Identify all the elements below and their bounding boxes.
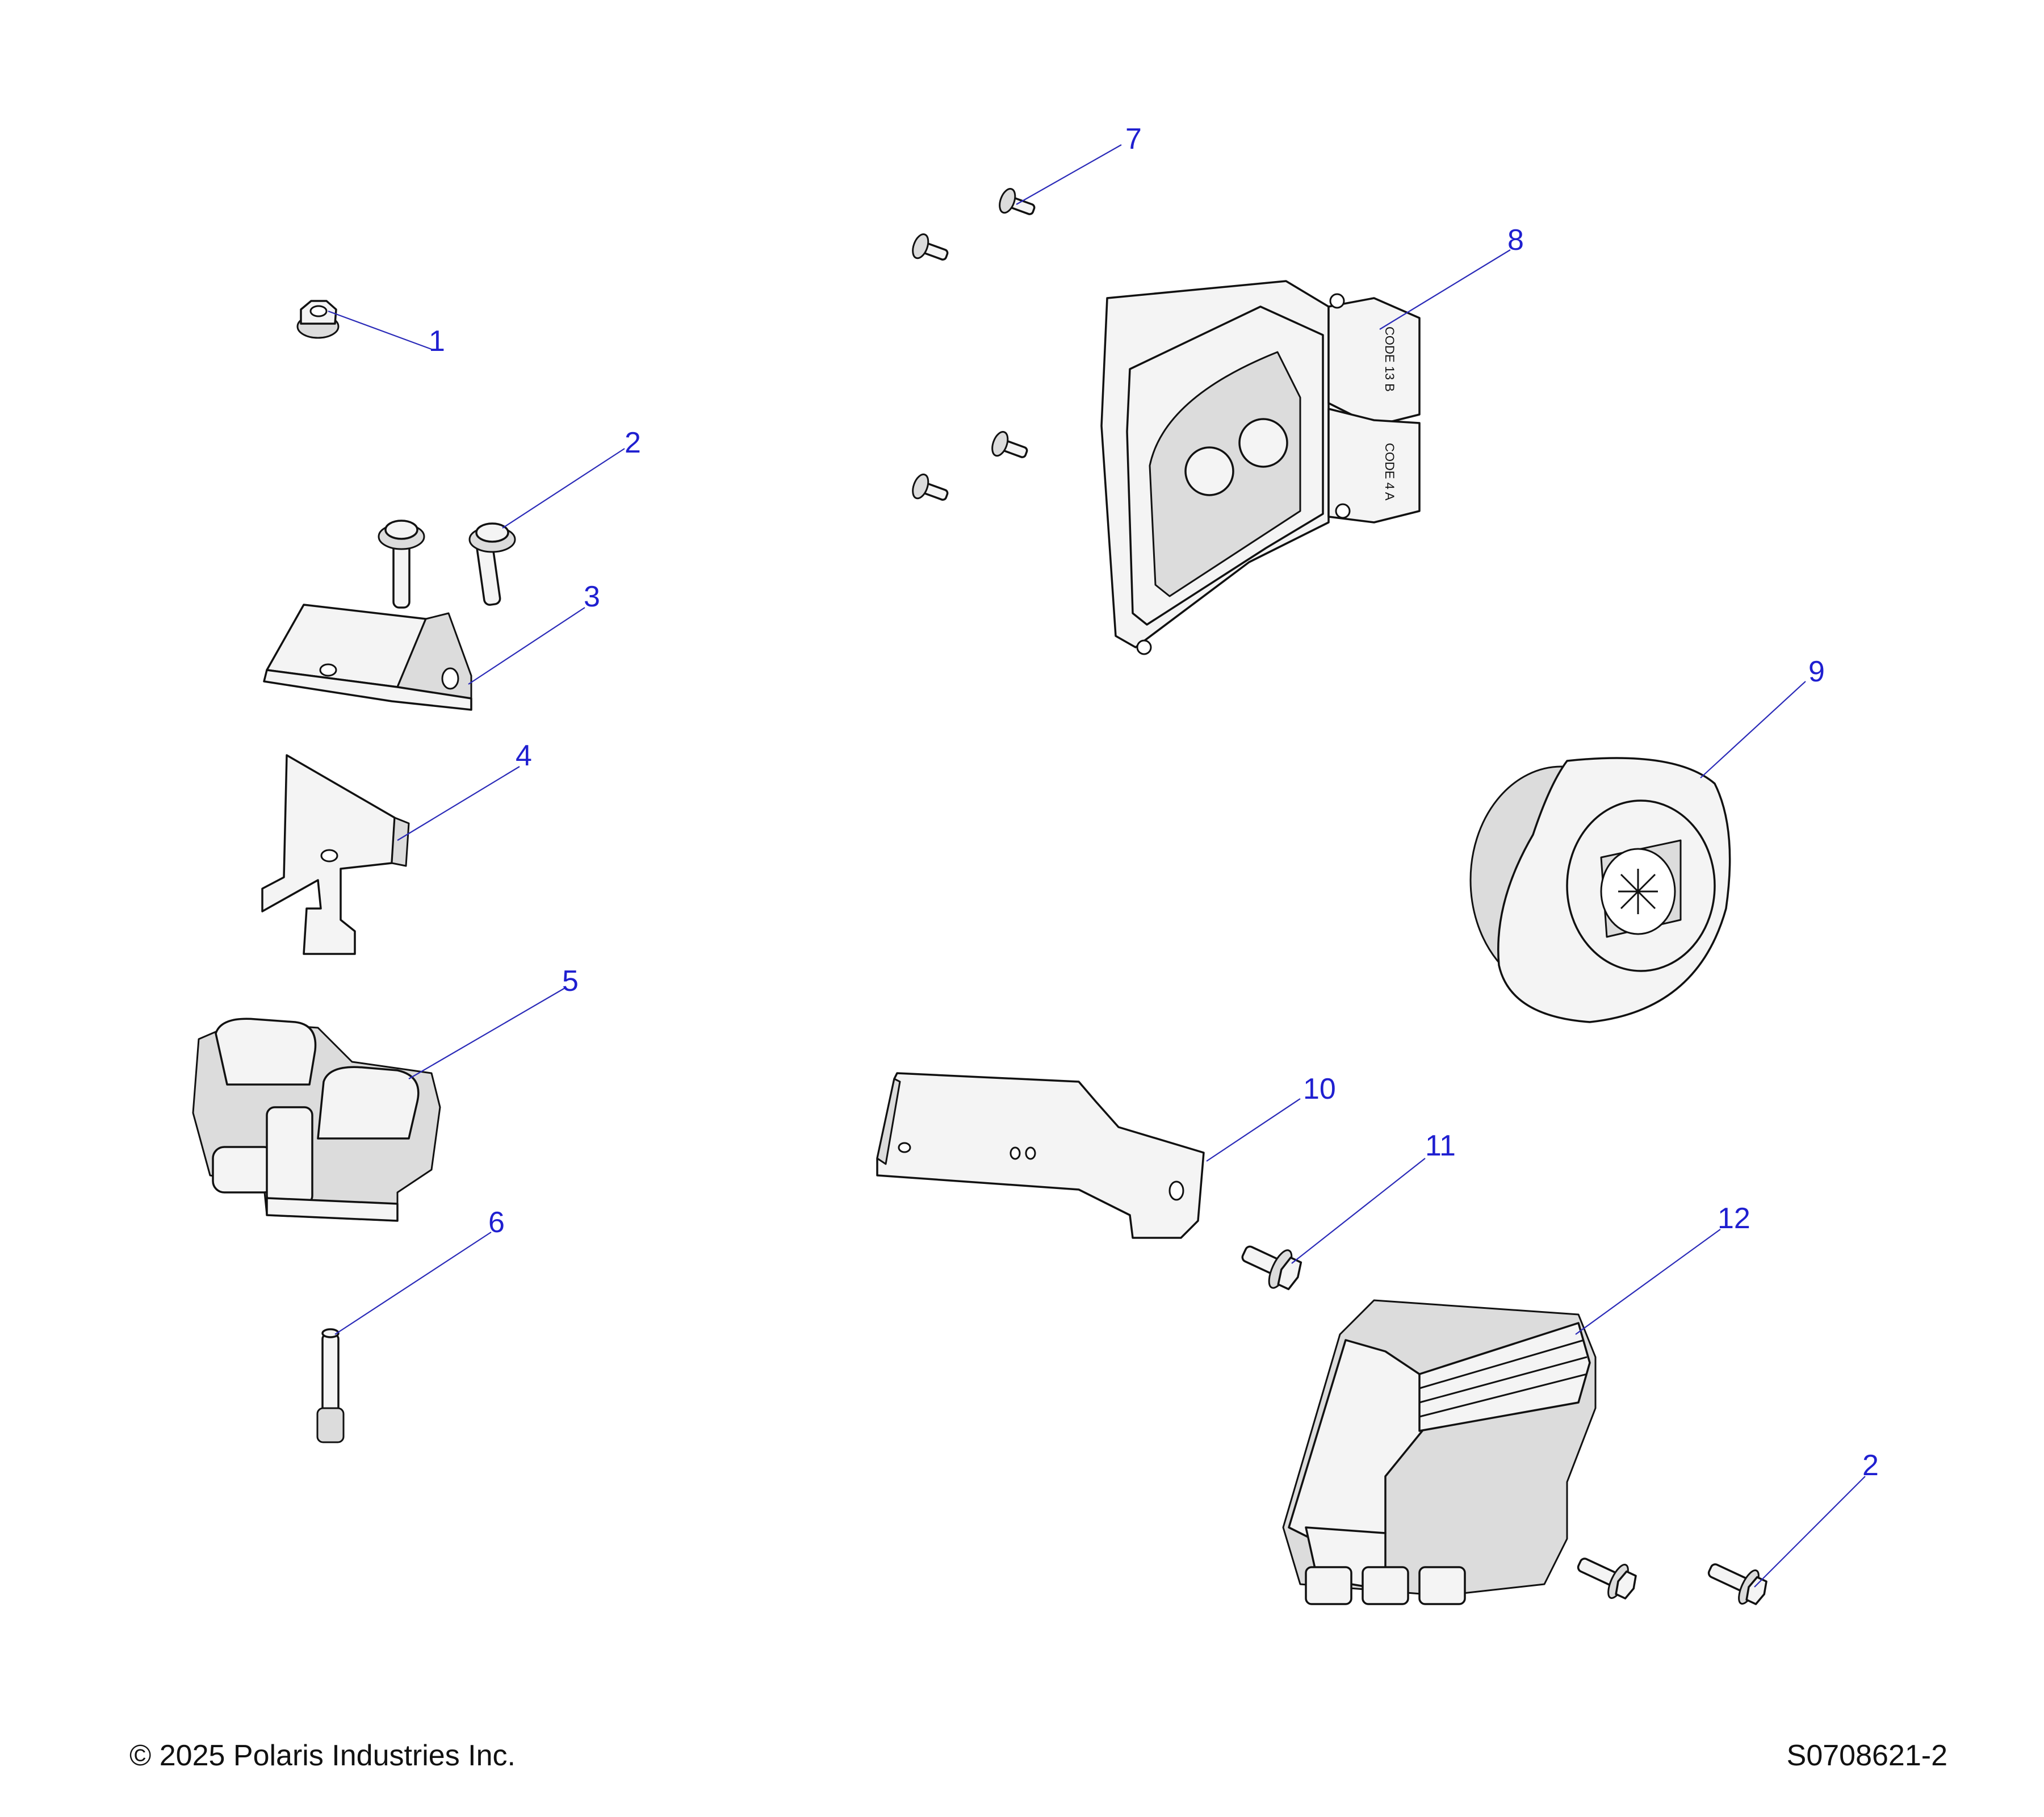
- part-10-bracket: [876, 1072, 1205, 1239]
- leader-5: [408, 987, 566, 1079]
- part-9-grommet: [1469, 757, 1731, 1023]
- part-8-ecu: CODE 13 B CODE 4 A: [1100, 280, 1421, 655]
- part-11-hex-bolt: [1241, 1245, 1302, 1291]
- callout-2-lower: 2: [1862, 1449, 1879, 1482]
- callout-2-upper: 2: [625, 426, 641, 459]
- part-1-flange-nut: [296, 300, 340, 339]
- part-12-voltage-regulator: [1282, 1299, 1597, 1605]
- callout-11: 11: [1425, 1129, 1456, 1162]
- copyright-text: © 2025 Polaris Industries Inc.: [129, 1739, 516, 1772]
- leader-2-upper: [502, 448, 625, 529]
- callout-7: 7: [1125, 123, 1142, 156]
- leader-11: [1291, 1158, 1426, 1264]
- callout-4: 4: [516, 739, 532, 772]
- leader-9: [1700, 681, 1806, 778]
- leader-3: [468, 607, 585, 685]
- callout-9: 9: [1808, 655, 1825, 688]
- leader-1: [328, 310, 432, 350]
- leader-10: [1206, 1098, 1301, 1162]
- leader-6: [334, 1232, 492, 1335]
- ecu-connector-bottom-label: CODE 4 A: [1383, 443, 1397, 501]
- callout-3: 3: [584, 580, 600, 613]
- part-7-screws: [912, 188, 1036, 501]
- callout-numbers: 1 2 3 4 5 6 7 8 9 10 11 12 2: [429, 123, 1879, 1482]
- callout-12: 12: [1718, 1202, 1750, 1235]
- leader-2-lower: [1754, 1476, 1866, 1588]
- drawing-number: S0708621-2: [1786, 1739, 1947, 1772]
- callout-10: 10: [1303, 1073, 1336, 1106]
- callout-5: 5: [562, 965, 579, 998]
- leader-12: [1575, 1229, 1721, 1335]
- callout-1: 1: [429, 325, 445, 358]
- ecu-connector-top-label: CODE 13 B: [1383, 326, 1397, 392]
- part-5-ignition-coil: [192, 1018, 441, 1222]
- leader-lines: [328, 144, 1866, 1588]
- leader-8: [1379, 249, 1511, 330]
- part-4-clip-plate: [261, 754, 410, 955]
- part-2-bolts-upper: [378, 520, 516, 609]
- callout-6: 6: [488, 1206, 505, 1239]
- leader-7: [1016, 144, 1122, 205]
- part-6-long-screw: [316, 1328, 345, 1443]
- part-3-bracket: [263, 604, 472, 711]
- leader-4: [397, 766, 520, 841]
- callout-8: 8: [1507, 224, 1524, 257]
- part-2-bolts-lower: [1577, 1558, 1767, 1605]
